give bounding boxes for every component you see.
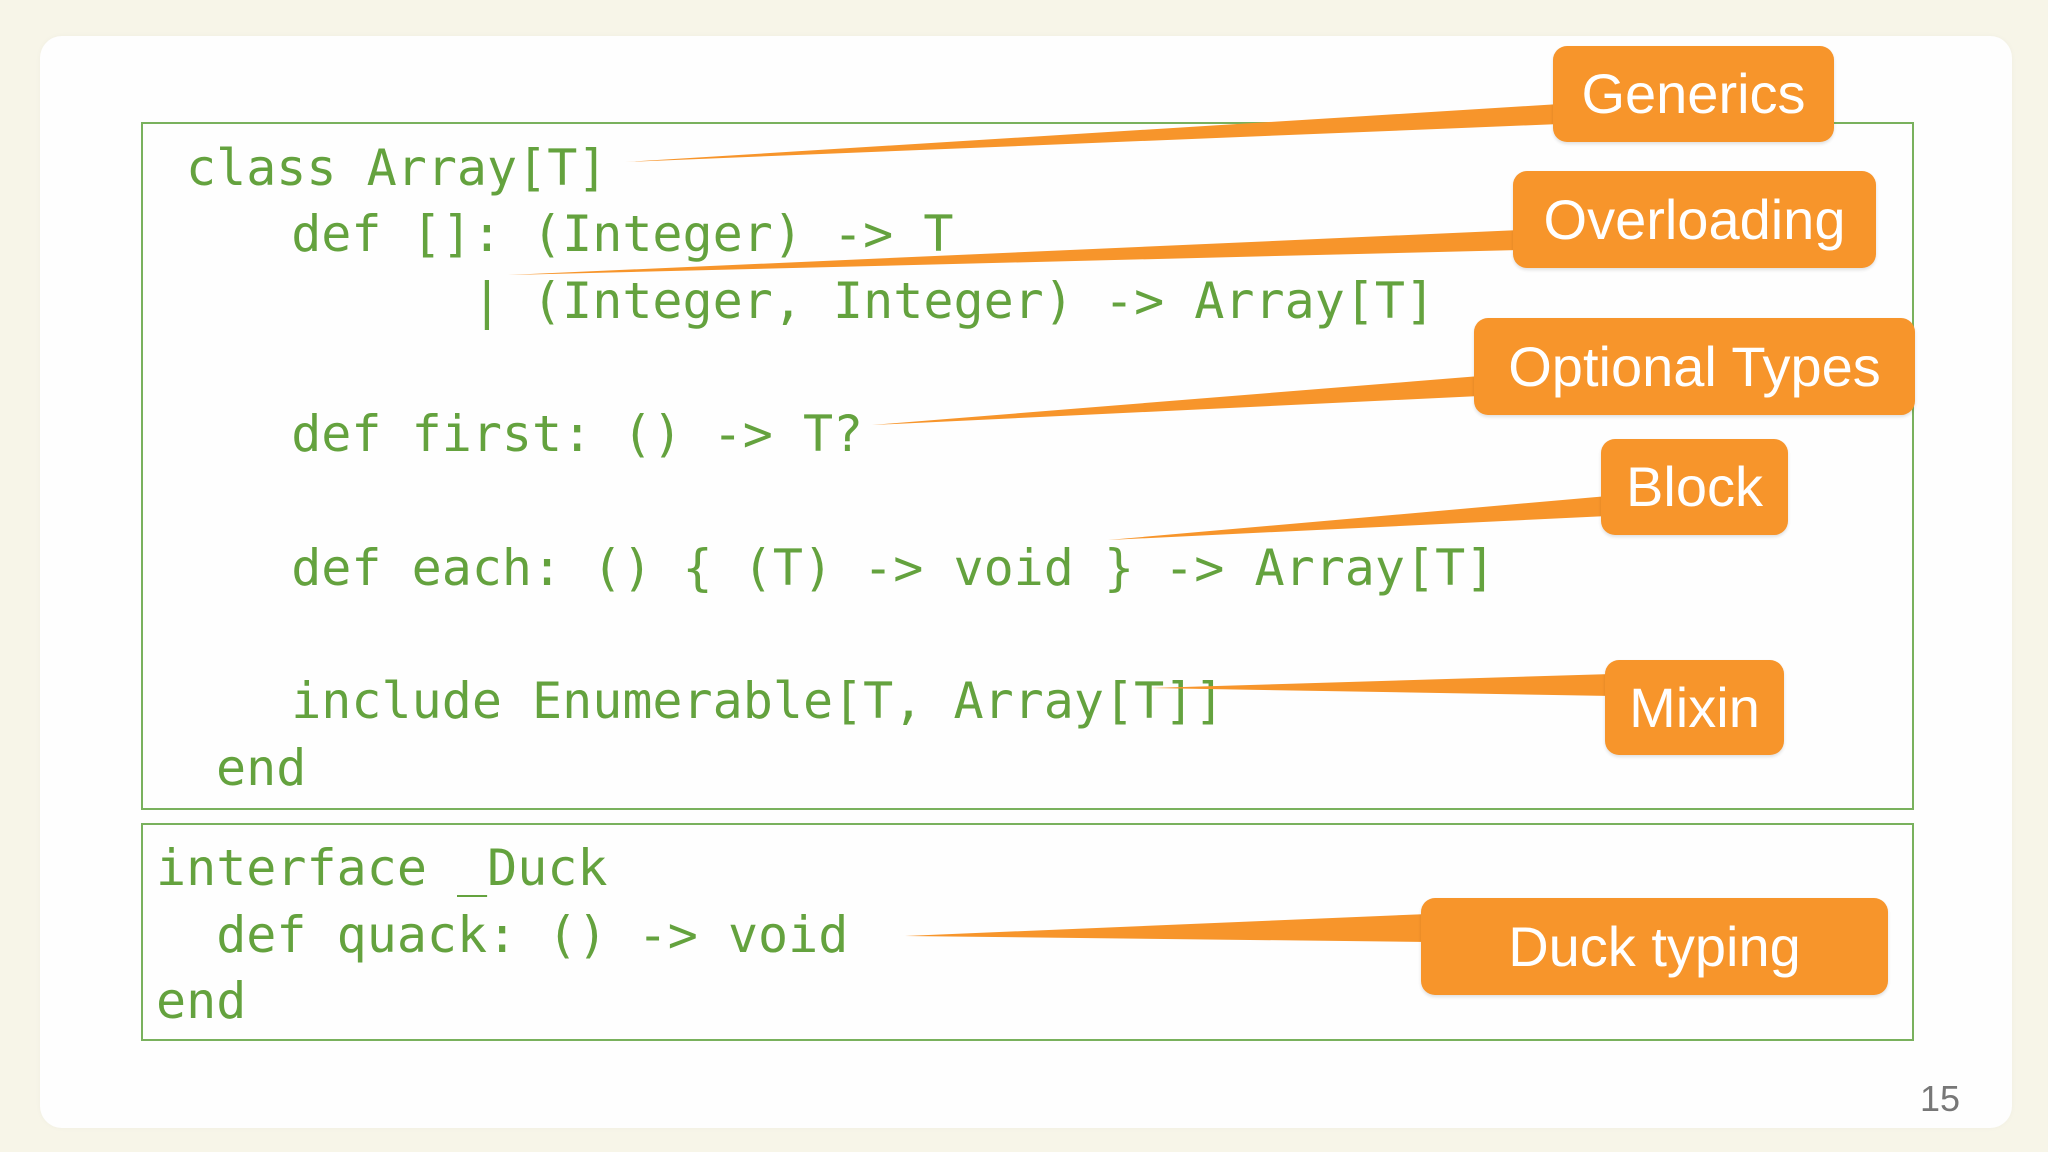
- optional-types-callout: Optional Types: [1474, 318, 1915, 415]
- code-line-include: include Enumerable[T, Array[T]]: [231, 672, 1225, 730]
- code-line-def-each: def each: () { (T) -> void } -> Array[T]: [231, 539, 1496, 597]
- overloading-callout: Overloading: [1513, 171, 1876, 268]
- mixin-callout: Mixin: [1605, 660, 1784, 755]
- code-line-overload-alt: | (Integer, Integer) -> Array[T]: [231, 272, 1436, 330]
- generics-callout: Generics: [1553, 46, 1834, 142]
- duck-typing-callout: Duck typing: [1421, 898, 1888, 995]
- code-line-def-index: def []: (Integer) -> T: [231, 205, 954, 263]
- code-line-def-quack: def quack: () -> void: [156, 906, 849, 964]
- page-number: 15: [1920, 1078, 1961, 1119]
- code-line-def-first: def first: () -> T?: [231, 405, 864, 463]
- code-line-class-header: class Array[T]: [186, 139, 608, 197]
- block-callout: Block: [1601, 439, 1788, 535]
- code-line-interface-header: interface _Duck: [156, 839, 608, 897]
- interface-code-box: [141, 823, 1914, 1041]
- code-line-interface-end: end: [156, 972, 247, 1030]
- code-line-class-end: end: [216, 739, 307, 797]
